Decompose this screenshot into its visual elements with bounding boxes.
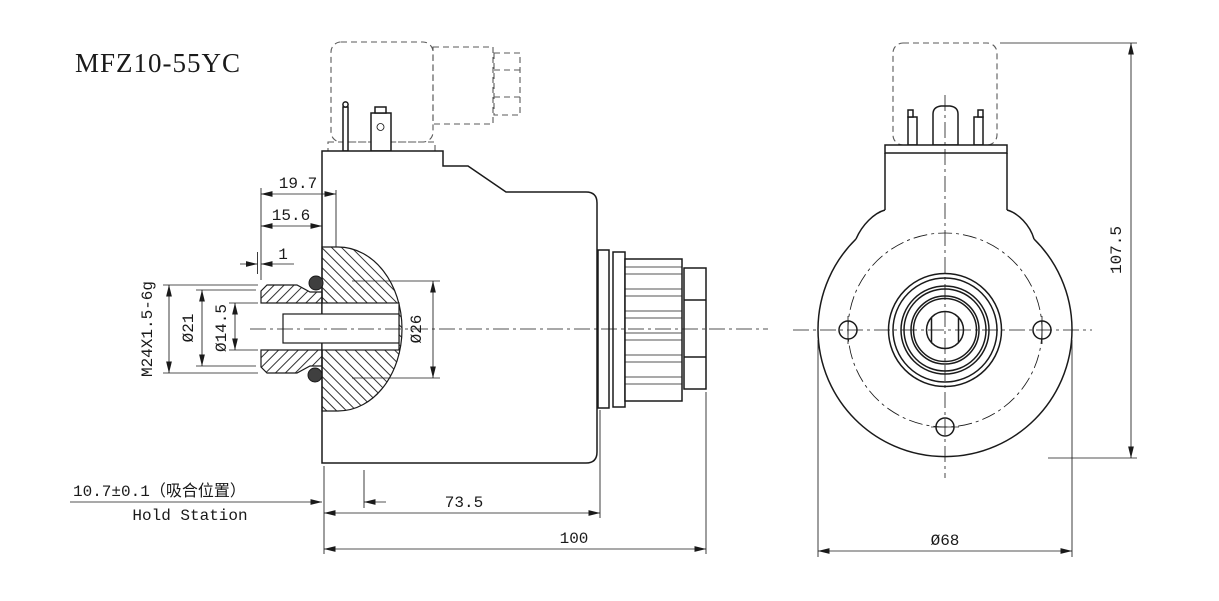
dimension-dia-14-5: Ø14.5: [213, 302, 258, 352]
svg-text:Ø68: Ø68: [931, 532, 960, 550]
coil-body-outline: [321, 150, 598, 464]
end-cap: [683, 267, 707, 390]
dimension-thread: M24X1.5-6g: [139, 281, 258, 377]
left-view: 19.7 15.6 1 M24X1.5-6g Ø21: [70, 41, 768, 554]
dimension-19-7: 19.7: [260, 175, 337, 280]
svg-text:73.5: 73.5: [445, 494, 483, 512]
svg-text:Ø14.5: Ø14.5: [213, 304, 231, 352]
solenoid-connector-outline: [327, 41, 521, 152]
o-ring-bottom: [307, 367, 323, 383]
dimension-dia-68: Ø68: [817, 340, 1073, 557]
manual-override-knob: [624, 258, 683, 402]
svg-text:Hold Station: Hold Station: [132, 507, 247, 525]
svg-text:100: 100: [560, 530, 589, 548]
right-view: 107.5 Ø68: [793, 42, 1137, 557]
threaded-bushing-top: [260, 284, 323, 304]
o-ring-top: [308, 275, 324, 291]
threaded-bushing-bottom: [260, 349, 323, 374]
plunger-tube: [282, 313, 400, 344]
svg-text:1: 1: [278, 246, 288, 264]
dimension-15-6: 15.6: [260, 207, 323, 229]
dimension-107-5: 107.5: [1000, 42, 1137, 459]
svg-text:10.7±0.1（吸合位置）: 10.7±0.1（吸合位置）: [73, 482, 246, 501]
drawing-title: MFZ10-55YC: [75, 48, 241, 78]
svg-text:19.7: 19.7: [279, 175, 317, 193]
svg-text:15.6: 15.6: [272, 207, 310, 225]
connector-outline-front: [892, 42, 998, 146]
coil-neck-front: [855, 144, 1035, 240]
connector-pin-small: [342, 101, 349, 152]
svg-text:M24X1.5-6g: M24X1.5-6g: [139, 281, 157, 377]
svg-text:107.5: 107.5: [1108, 226, 1126, 274]
dimension-73-5: 73.5: [323, 410, 601, 554]
svg-text:Ø26: Ø26: [408, 315, 426, 344]
connector-pin-blade: [370, 106, 392, 152]
connector-pins-front: [907, 105, 984, 146]
dimension-100: 100: [323, 392, 707, 554]
dimension-1: 1: [240, 246, 294, 274]
svg-text:Ø21: Ø21: [180, 314, 198, 343]
dimension-dia-26: Ø26: [408, 280, 436, 379]
dimension-dia-21: Ø21: [180, 289, 256, 367]
hold-station-annotation: 10.7±0.1（吸合位置） Hold Station: [70, 470, 386, 525]
